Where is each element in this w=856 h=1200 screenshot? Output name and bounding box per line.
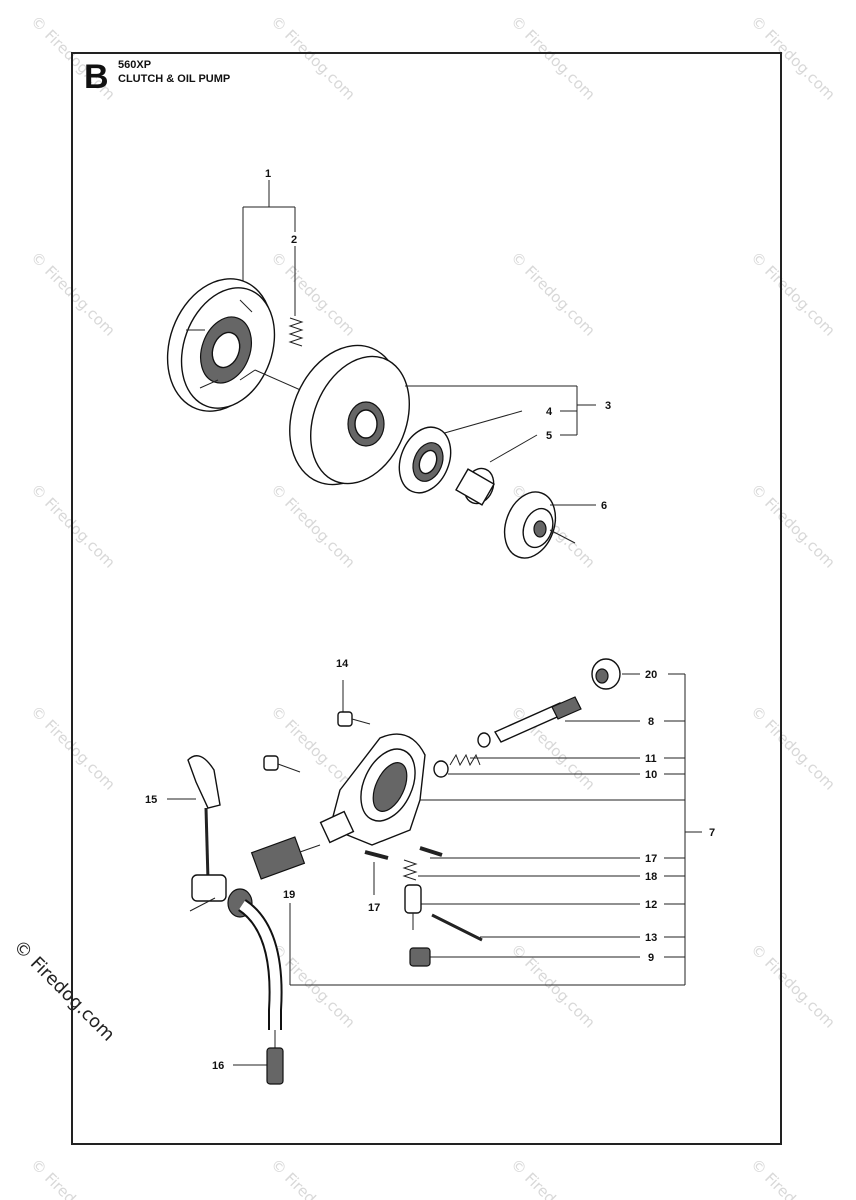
oil-pump-assembly	[167, 658, 702, 1085]
callout-12: 12	[645, 899, 657, 911]
rim-sprocket-part	[398, 426, 452, 494]
pin-part	[431, 913, 483, 942]
callout-1: 1	[265, 168, 271, 180]
worm-shaft-part	[493, 696, 582, 743]
pin-part	[364, 846, 443, 860]
callout-9: 9	[648, 952, 654, 964]
oil-pump-housing	[319, 733, 426, 846]
washer-part	[503, 491, 557, 559]
hose-connector-part	[250, 836, 321, 880]
callout-10: 10	[645, 769, 657, 781]
callout-19: 19	[283, 889, 295, 901]
callout-6: 6	[601, 500, 607, 512]
callout-18: 18	[645, 871, 657, 883]
clutch-shoe-part	[166, 278, 276, 412]
callout-4: 4	[546, 406, 553, 418]
callout-17: 17	[645, 853, 657, 865]
callout-11: 11	[645, 753, 657, 765]
callout-13: 13	[645, 932, 657, 944]
callout-17: 17	[368, 902, 380, 914]
diagram-frame	[71, 52, 782, 1145]
callout-16: 16	[212, 1060, 224, 1072]
model-label: 560XP	[118, 59, 152, 71]
callout-7: 7	[709, 827, 715, 839]
callout-5: 5	[546, 430, 552, 442]
valve-spring-part	[402, 859, 418, 881]
screw-part	[263, 755, 301, 773]
nut-part	[409, 947, 431, 967]
callout-3: 3	[605, 400, 611, 412]
pump-spring-part	[433, 732, 491, 778]
callout-2: 2	[291, 234, 297, 246]
valve-part	[404, 884, 422, 930]
callout-8: 8	[648, 716, 654, 728]
needle-bearing-part	[455, 467, 495, 506]
oil-tube-part	[187, 755, 253, 918]
clutch-spring-part	[288, 317, 304, 347]
oil-hose-part	[237, 899, 284, 1085]
section-letter: B	[84, 58, 109, 96]
callout-15: 15	[145, 794, 157, 806]
diagram-title: CLUTCH & OIL PUMP	[118, 73, 231, 85]
clutch-drum-part	[289, 344, 410, 486]
callout-numbers: 1 2 3 4 5 6 7 8 9 10 11 12 13 14 15 16 1…	[145, 168, 715, 1072]
bushing-part	[591, 658, 621, 690]
screw-part	[337, 711, 371, 727]
callout-14: 14	[336, 658, 349, 670]
clutch-assembly	[166, 180, 596, 559]
callout-20: 20	[645, 669, 657, 681]
